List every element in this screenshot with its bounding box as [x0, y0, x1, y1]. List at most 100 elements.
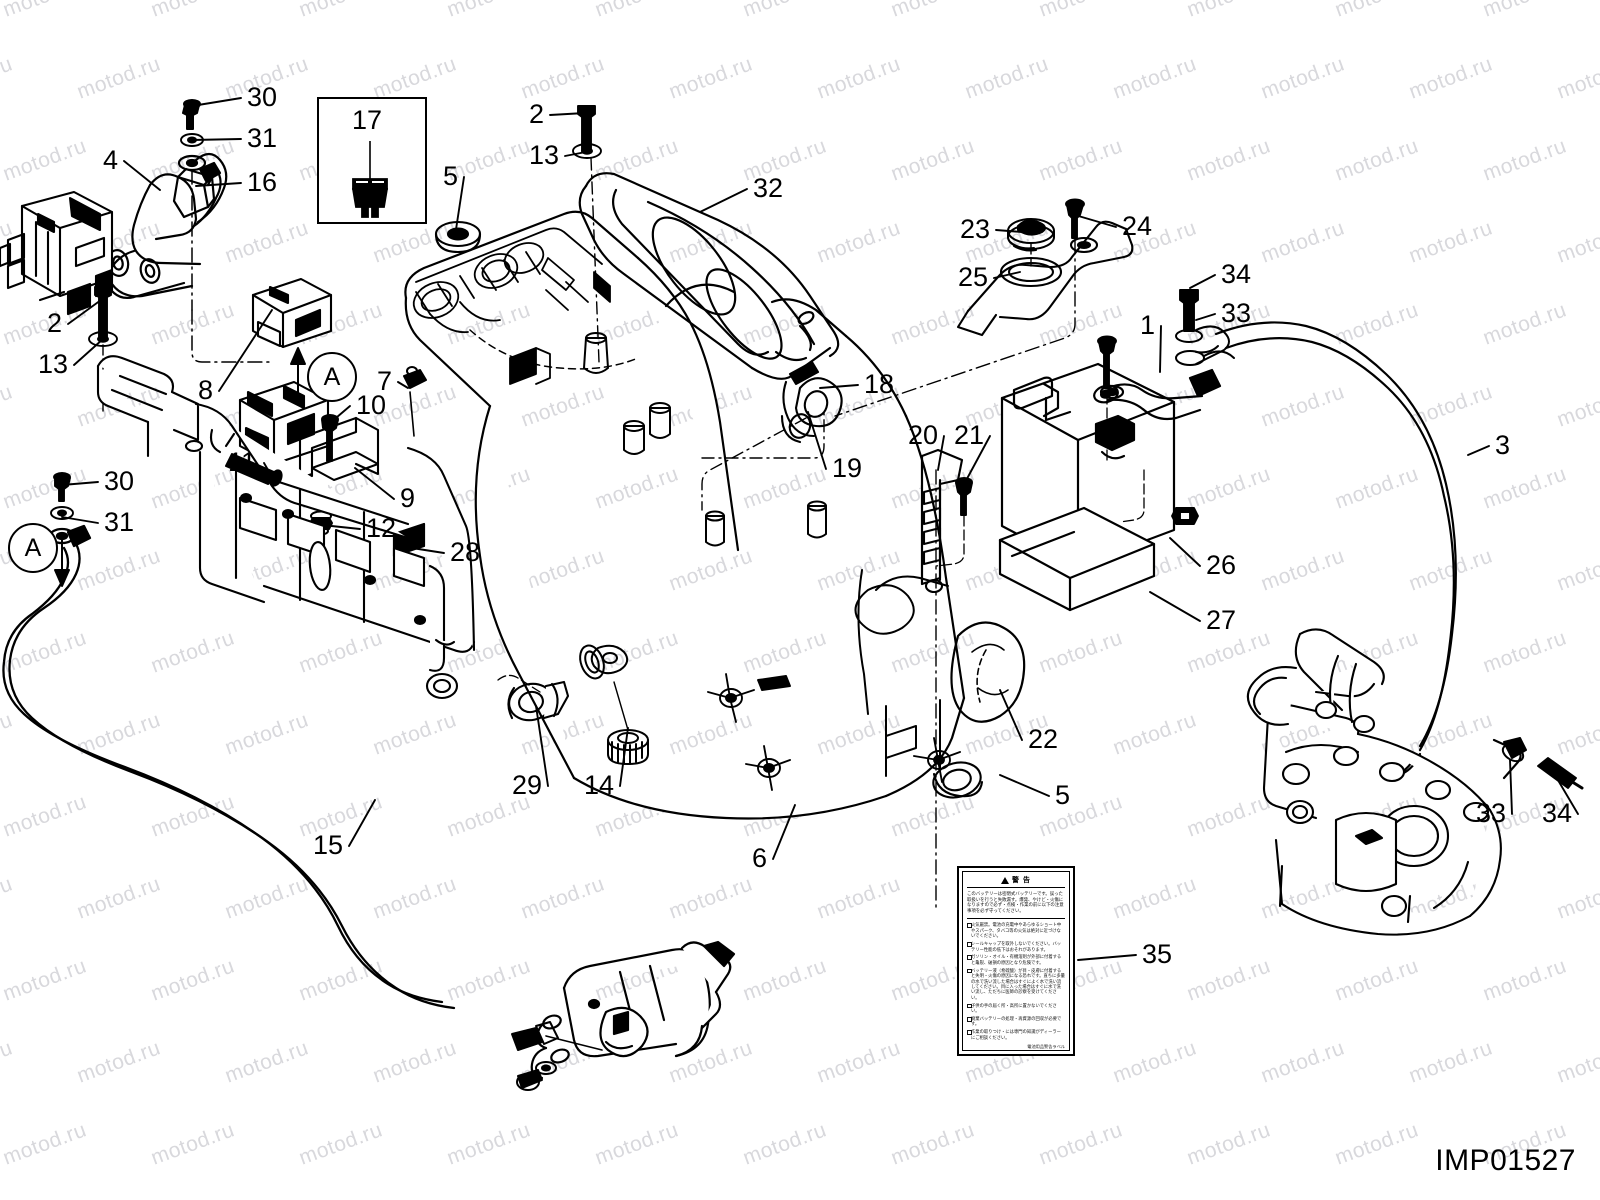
part-35-warning-label: 警 告 このバッテリーは密閉式バッテリーです。誤った取扱いを行うと失敗漏す。爆発…	[957, 866, 1075, 1056]
engine-case	[1246, 628, 1502, 936]
warning-label-divider	[967, 918, 1065, 920]
warning-label-item: シールキャップを取外しないでください。バッテリー性能の低下はおそれがあります。	[967, 941, 1065, 952]
callout-ref-24: 24	[1122, 211, 1153, 241]
leader-line-26	[1169, 537, 1201, 567]
callout-ref-29: 29	[512, 770, 543, 800]
leader-line-8	[218, 309, 273, 392]
leader-line-27	[1149, 591, 1201, 622]
callout-ref-30: 30	[247, 82, 278, 112]
callout-ref-16: 16	[247, 167, 278, 197]
leader-line-30	[191, 97, 242, 107]
part-31-washer-bottom	[50, 506, 74, 520]
arrow-down-cable	[54, 539, 70, 587]
warning-label-item: ガソリン・オイル・有機溶剤が外部に付着すると亀裂、破損の原因となり危険です。	[967, 954, 1065, 965]
part-27-battery-pad	[998, 506, 1156, 612]
part-34-bolt-upper-right	[1179, 289, 1199, 332]
leader-line-2	[549, 112, 586, 116]
part-1-bolt	[1097, 335, 1117, 389]
callout-ref-5: 5	[1055, 780, 1071, 810]
tray-fastener-b	[745, 745, 791, 791]
leader-line-31	[61, 516, 99, 524]
leader-line-29	[535, 705, 549, 787]
tray-fastener-a	[707, 673, 755, 723]
leader-line-18	[819, 384, 859, 389]
leader-line-12	[321, 524, 361, 530]
leader-line-31	[191, 138, 242, 141]
leader-line-7	[397, 381, 409, 389]
leader-line-1	[1159, 325, 1162, 373]
warning-triangle-icon	[1001, 876, 1010, 884]
section-marker-a: A	[8, 523, 58, 573]
callout-ref-11: 11	[228, 447, 257, 477]
leader-line-4	[123, 160, 161, 191]
warning-label-items: 火気厳禁。電池の充電中やあらゆるショート中やスパーク、タバコ等の火気は絶対に近づ…	[967, 922, 1065, 1042]
part-15-starter-cable	[2, 524, 456, 1010]
leader-line-28	[411, 547, 445, 554]
leader-line-13	[73, 338, 104, 366]
callout-ref-3: 3	[1495, 430, 1511, 460]
part-14-collar	[607, 729, 649, 765]
leader-line-35	[1077, 954, 1137, 961]
leader-line-22	[999, 689, 1023, 741]
part-33-clamp-upper-right	[1175, 325, 1235, 366]
callout-ref-5: 5	[443, 161, 459, 191]
callout-ref-18: 18	[864, 369, 895, 399]
leader-line-30	[61, 481, 99, 486]
callout-ref-1: 1	[1140, 310, 1156, 340]
leader-line-21	[961, 435, 991, 489]
leader-line-15	[348, 799, 376, 847]
diagram-code: IMP01527	[1435, 1144, 1576, 1177]
callout-ref-13: 13	[529, 140, 560, 170]
detail-box-17	[317, 97, 427, 224]
collar-center	[583, 332, 609, 374]
warning-label-item: 火気厳禁。電池の充電中やあらゆるショート中やスパーク、タバコ等の火気は絶対に近づ…	[967, 922, 1065, 938]
leader-line-14	[619, 727, 629, 787]
leader-line-33	[1195, 313, 1216, 321]
callout-ref-10: 10	[356, 390, 387, 420]
leader-line-24	[1074, 214, 1117, 228]
callout-ref-31: 31	[104, 507, 135, 537]
warning-label-item: バッテリー液（希硫酸）が目・皮膚に付着すると失明・火傷の原因になる恐れです。直ち…	[967, 968, 1065, 1000]
leader-line-34	[1551, 769, 1579, 815]
callout-ref-13: 13	[38, 349, 69, 379]
battery-box-top-detail	[412, 227, 639, 385]
callout-ref-19: 19	[832, 453, 863, 483]
callout-ref-15: 15	[313, 830, 344, 860]
frame-rail	[96, 355, 476, 700]
callout-ref-32: 32	[753, 173, 784, 203]
leader-line-9	[354, 467, 395, 500]
callout-ref-34: 34	[1221, 259, 1252, 289]
part-25-battery-band	[956, 220, 1134, 337]
leader-line-2	[67, 299, 102, 325]
callout-ref-21: 21	[954, 420, 985, 450]
callout-ref-35: 35	[1142, 939, 1173, 969]
tray-right-wall	[857, 569, 949, 777]
part-21-screw	[955, 477, 973, 516]
callout-ref-28: 28	[450, 537, 481, 567]
arrow-up-relay	[290, 347, 306, 397]
callout-ref-8: 8	[198, 375, 214, 405]
leader-line-5	[454, 176, 465, 237]
leader-line-33	[1509, 759, 1513, 815]
part-8-relay-cover	[251, 277, 333, 349]
warning-label-intro: このバッテリーは密閉式バッテリーです。誤った取扱いを行うと失敗漏す。爆発、やけど…	[967, 891, 1064, 913]
part-5-grommet-lower	[932, 761, 984, 799]
leader-line-19	[807, 411, 827, 470]
part-18-cable-clamp	[780, 360, 843, 444]
callout-ref-20: 20	[908, 420, 939, 450]
part-22-side-cover	[950, 621, 1026, 723]
part-32-rear-fender	[578, 172, 840, 380]
part-33-clamp-lower-right	[1501, 737, 1527, 763]
callout-ref-2: 2	[529, 99, 545, 129]
part-24-screw-band	[1065, 198, 1085, 239]
part-7-sensor	[403, 366, 427, 437]
section-marker-a: A	[307, 352, 357, 402]
callout-ref-33: 33	[1221, 298, 1252, 328]
tray-hole-boss	[579, 644, 605, 680]
leader-line-5	[999, 774, 1050, 797]
callout-ref-33: 33	[1476, 798, 1507, 828]
warning-label-item: 子供の手の届く所・高所に置かないでください。	[967, 1003, 1065, 1014]
leader-line-25	[993, 271, 1021, 279]
callout-ref-12: 12	[366, 513, 397, 543]
part-2-bolt-left	[94, 286, 112, 338]
